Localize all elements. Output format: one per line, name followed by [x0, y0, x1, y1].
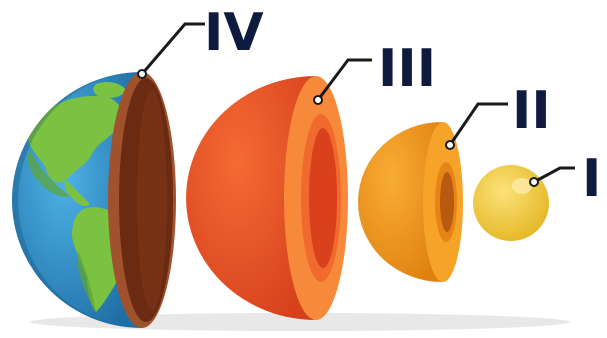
inner-core-sphere	[473, 165, 549, 241]
crust-hemisphere	[12, 72, 176, 328]
outer-core-inner-cavity	[440, 172, 454, 232]
mantle-hemisphere	[186, 76, 348, 320]
leader-dot-iii	[314, 96, 322, 104]
leader-dot-iv	[138, 70, 146, 78]
inner-core-highlight	[512, 178, 532, 194]
leader-dot-i	[530, 178, 538, 186]
leader-line-i	[534, 168, 575, 182]
leader-line-ii	[450, 104, 508, 145]
label-layer-2: II	[512, 81, 551, 141]
label-layer-4: IV	[204, 3, 264, 63]
label-layer-3: III	[378, 39, 436, 99]
inner-core-ball	[473, 165, 549, 241]
leader-line-iv	[142, 24, 205, 74]
label-layer-1: I	[582, 149, 601, 209]
crust-cut-highlight	[137, 90, 167, 310]
leader-dot-ii	[446, 141, 454, 149]
mantle-inner-core-cavity	[309, 128, 337, 268]
